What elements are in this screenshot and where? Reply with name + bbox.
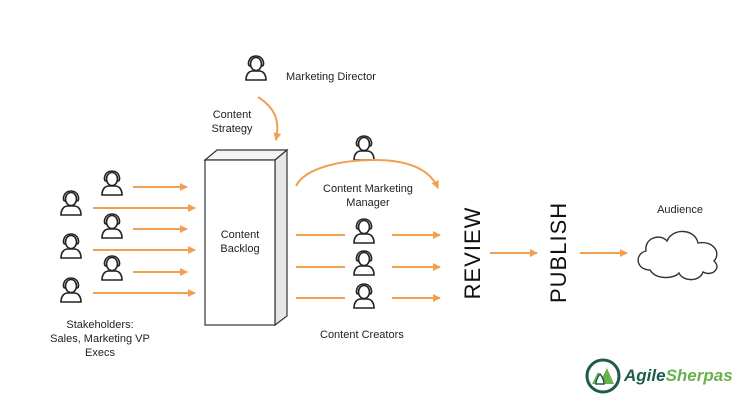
content-backlog-line1: Content: [220, 229, 260, 241]
stakeholder-person-icon: [60, 190, 82, 216]
logo-text-sherpas: Sherpas: [665, 366, 733, 385]
review-stage-label: REVIEW: [460, 206, 485, 300]
backlog-to-review-curve-arrow: [295, 158, 439, 189]
content-strategy-label: Content Strategy: [204, 108, 260, 136]
logo-text-agile: Agile: [624, 366, 666, 385]
content-strategy-line2: Strategy: [211, 123, 253, 135]
stakeholder-arrows: [93, 183, 196, 297]
stakeholders-line2: Sales, Marketing VP: [50, 333, 150, 345]
stakeholder-person-icon: [60, 233, 82, 259]
stakeholder-person-icon: [60, 277, 82, 303]
content-strategy-line1: Content: [212, 109, 252, 121]
content-marketing-manager-line2: Manager: [346, 197, 390, 209]
audience-cloud-icon: [637, 230, 718, 281]
stakeholders-line1: Stakeholders:: [66, 319, 134, 331]
content-creator-icons: [353, 218, 375, 309]
stakeholder-icons: [60, 170, 123, 303]
content-backlog-box: [203, 148, 289, 327]
content-creator-person-icon: [353, 250, 375, 276]
stakeholders-label: Stakeholders: Sales, Marketing VP Execs: [40, 318, 160, 360]
marketing-director-person-icon: [245, 55, 267, 81]
stakeholders-line3: Execs: [85, 347, 115, 359]
content-backlog-label: Content Backlog: [205, 228, 275, 256]
audience-label: Audience: [657, 204, 703, 216]
content-strategy-arrow: [257, 96, 282, 141]
marketing-director-label: Marketing Director: [286, 71, 376, 83]
backlog-to-creator-lines: [296, 234, 345, 299]
agilesherpas-logo-text: AgileSherpas: [624, 366, 733, 386]
creator-to-review-arrows: [392, 231, 441, 302]
content-marketing-manager-label: Content Marketing Manager: [308, 182, 428, 210]
stakeholder-person-icon: [101, 170, 123, 196]
content-marketing-manager-person-icon: [353, 135, 375, 161]
content-creator-person-icon: [353, 218, 375, 244]
content-marketing-manager-line1: Content Marketing: [323, 183, 413, 195]
publish-stage-label: PUBLISH: [546, 201, 571, 303]
content-creator-person-icon: [353, 283, 375, 309]
agilesherpas-logo-icon: [585, 358, 621, 394]
content-creators-label: Content Creators: [320, 329, 404, 341]
content-backlog-line2: Backlog: [220, 243, 260, 255]
stakeholder-person-icon: [101, 255, 123, 281]
stakeholder-person-icon: [101, 213, 123, 239]
